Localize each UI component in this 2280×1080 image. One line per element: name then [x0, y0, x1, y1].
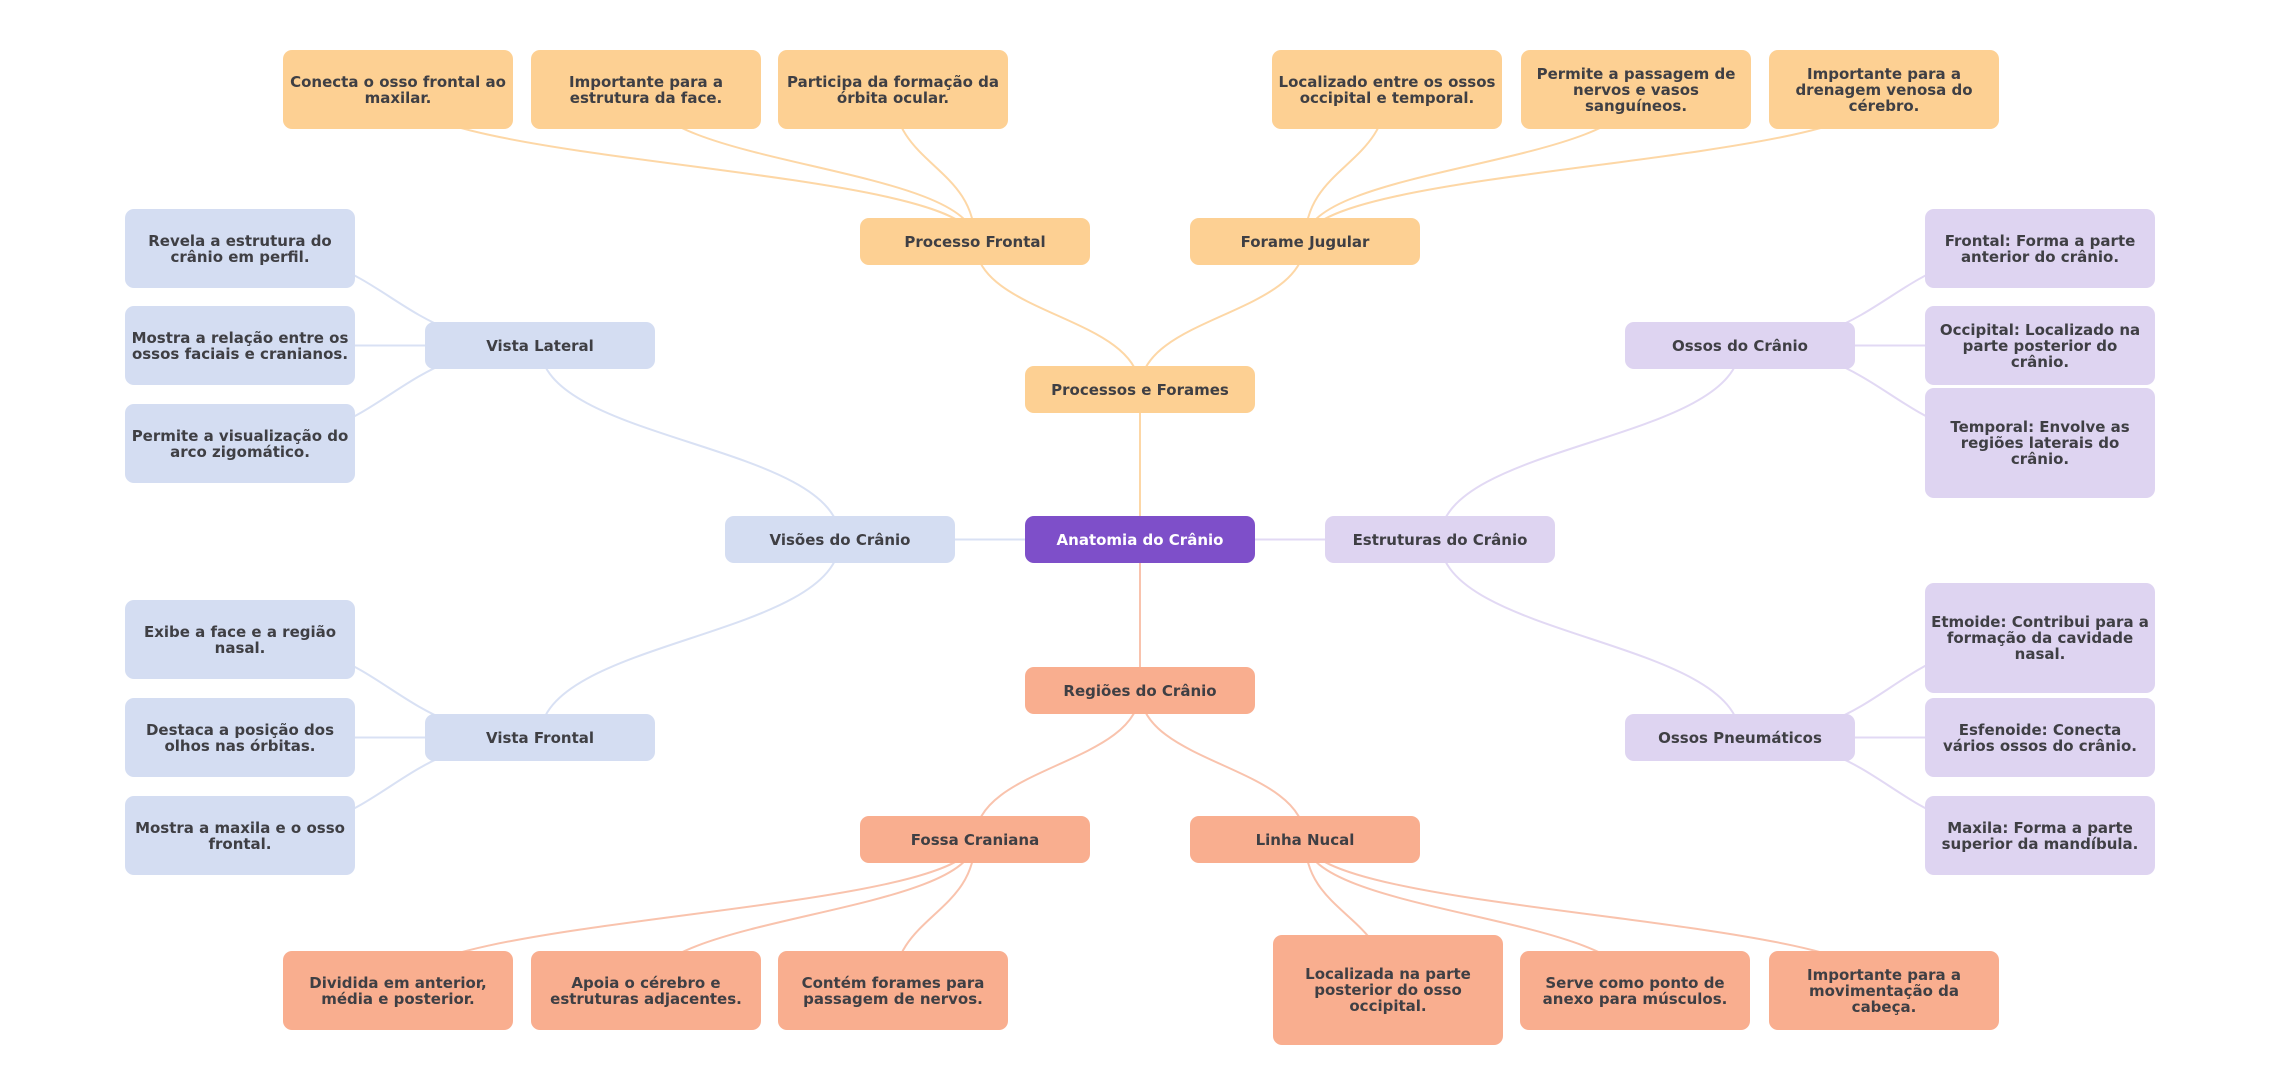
leaf-label: Mostra a relação entre os ossos faciais … — [131, 328, 349, 363]
leaf-label: Mostra a maxila e o osso frontal. — [135, 818, 345, 853]
branch-estruturas-do-cranio[interactable]: Estruturas do Crânio — [1325, 516, 1555, 563]
leaf-node[interactable]: Maxila: Forma a parte superior da mandíb… — [1925, 796, 2155, 875]
topic-label: Linha Nucal — [1255, 830, 1355, 849]
topic-forame-jugular[interactable]: Forame Jugular — [1190, 218, 1420, 265]
connector-branch-topic — [1439, 539, 1741, 738]
branch-label: Estruturas do Crânio — [1352, 530, 1528, 549]
leaf-label: Occipital: Localizado na parte posterior… — [1939, 320, 2141, 371]
branch-visoes-do-cranio[interactable]: Visões do Crânio — [725, 516, 955, 563]
leaf-node[interactable]: Occipital: Localizado na parte posterior… — [1925, 306, 2155, 385]
leaf-label: Frontal: Forma a parte anterior do crâni… — [1944, 231, 2136, 266]
leaf-label: Dividida em anterior, média e posterior. — [309, 973, 487, 1008]
leaf-node[interactable]: Destaca a posição dos olhos nas órbitas. — [125, 698, 355, 777]
topic-linha-nucal[interactable]: Linha Nucal — [1190, 816, 1420, 863]
root-node[interactable]: Anatomia do Crânio — [1025, 516, 1255, 563]
topic-label: Forame Jugular — [1240, 232, 1370, 251]
leaf-label: Etmoide: Contribui para a formação da ca… — [1931, 613, 2149, 663]
leaf-node[interactable]: Permite a passagem de nervos e vasos san… — [1521, 50, 1751, 129]
leaf-node[interactable]: Esfenoide: Conecta vários ossos do crâni… — [1925, 698, 2155, 777]
topic-processo-frontal[interactable]: Processo Frontal — [860, 218, 1090, 265]
leaf-label: Permite a passagem de nervos e vasos san… — [1536, 64, 1736, 115]
topic-fossa-craniana[interactable]: Fossa Craniana — [860, 816, 1090, 863]
leaf-node[interactable]: Exibe a face e a região nasal. — [125, 600, 355, 679]
connector-branch-topic — [974, 241, 1141, 390]
leaf-label: Apoia o cérebro e estruturas adjacentes. — [550, 973, 742, 1008]
leaf-label: Temporal: Envolve as regiões laterais do… — [1950, 418, 2130, 468]
leaf-label: Participa da formação da órbita ocular. — [787, 72, 999, 107]
topic-label: Vista Lateral — [486, 336, 594, 355]
leaf-node[interactable]: Apoia o cérebro e estruturas adjacentes. — [531, 951, 761, 1030]
leaf-label: Conecta o osso frontal ao maxilar. — [290, 72, 506, 107]
leaf-node[interactable]: Conecta o osso frontal ao maxilar. — [283, 50, 513, 129]
leaf-label: Localizado entre os ossos occipital e te… — [1278, 72, 1496, 107]
leaf-node[interactable]: Participa da formação da órbita ocular. — [778, 50, 1008, 129]
connector-branch-topic — [1439, 345, 1741, 540]
leaf-node[interactable]: Dividida em anterior, média e posterior. — [283, 951, 513, 1030]
leaf-label: Exibe a face e a região nasal. — [143, 622, 337, 657]
leaf-node[interactable]: Temporal: Envolve as regiões laterais do… — [1925, 388, 2155, 498]
branch-label: Processos e Forames — [1051, 380, 1229, 399]
topic-label: Ossos Pneumáticos — [1658, 728, 1822, 747]
leaf-label: Importante para a estrutura da face. — [569, 72, 723, 107]
connector-branch-topic — [539, 539, 841, 738]
leaf-node[interactable]: Mostra a relação entre os ossos faciais … — [125, 306, 355, 385]
leaf-node[interactable]: Localizada na parte posterior do osso oc… — [1273, 935, 1503, 1045]
leaf-label: Esfenoide: Conecta vários ossos do crâni… — [1942, 720, 2137, 755]
branch-label: Visões do Crânio — [769, 530, 911, 549]
leaf-label: Contém forames para passagem de nervos. — [801, 973, 985, 1008]
connector-branch-topic — [1139, 241, 1306, 390]
leaf-label: Maxila: Forma a parte superior da mandíb… — [1941, 818, 2139, 853]
leaf-node[interactable]: Contém forames para passagem de nervos. — [778, 951, 1008, 1030]
connector-branch-topic — [539, 345, 841, 540]
topic-vista-frontal[interactable]: Vista Frontal — [425, 714, 655, 761]
leaf-label: Permite a visualização do arco zigomátic… — [131, 426, 349, 461]
leaf-node[interactable]: Importante para a estrutura da face. — [531, 50, 761, 129]
branch-regioes-do-cranio[interactable]: Regiões do Crânio — [1025, 667, 1255, 714]
leaf-node[interactable]: Localizado entre os ossos occipital e te… — [1272, 50, 1502, 129]
leaf-label: Importante para a movimentação da cabeça… — [1807, 965, 1961, 1016]
root-node-label: Anatomia do Crânio — [1056, 530, 1224, 549]
leaf-node[interactable]: Permite a visualização do arco zigomátic… — [125, 404, 355, 483]
topic-ossos-pneumaticos[interactable]: Ossos Pneumáticos — [1625, 714, 1855, 761]
connector-branch-topic — [1139, 690, 1306, 840]
leaf-label: Importante para a drenagem venosa do cér… — [1795, 64, 1973, 115]
branch-label: Regiões do Crânio — [1063, 681, 1217, 700]
topic-label: Fossa Craniana — [910, 830, 1040, 849]
leaf-label: Localizada na parte posterior do osso oc… — [1305, 965, 1471, 1015]
topic-ossos-do-cranio[interactable]: Ossos do Crânio — [1625, 322, 1855, 369]
topic-label: Ossos do Crânio — [1672, 336, 1808, 355]
leaf-label: Destaca a posição dos olhos nas órbitas. — [145, 720, 335, 755]
leaf-node[interactable]: Revela a estrutura do crânio em perfil. — [125, 209, 355, 288]
topic-label: Processo Frontal — [904, 232, 1046, 251]
leaf-node[interactable]: Serve como ponto de anexo para músculos. — [1520, 951, 1750, 1030]
leaf-node[interactable]: Importante para a movimentação da cabeça… — [1769, 951, 1999, 1030]
leaf-node[interactable]: Etmoide: Contribui para a formação da ca… — [1925, 583, 2155, 693]
leaf-node[interactable]: Importante para a drenagem venosa do cér… — [1769, 50, 1999, 129]
connector-branch-topic — [974, 690, 1141, 840]
topic-label: Vista Frontal — [485, 728, 595, 747]
leaf-node[interactable]: Frontal: Forma a parte anterior do crâni… — [1925, 209, 2155, 288]
topic-vista-lateral[interactable]: Vista Lateral — [425, 322, 655, 369]
leaf-node[interactable]: Mostra a maxila e o osso frontal. — [125, 796, 355, 875]
leaf-label: Revela a estrutura do crânio em perfil. — [148, 231, 332, 266]
leaf-label: Serve como ponto de anexo para músculos. — [1542, 973, 1728, 1008]
branch-processos-e-forames[interactable]: Processos e Forames — [1025, 366, 1255, 413]
